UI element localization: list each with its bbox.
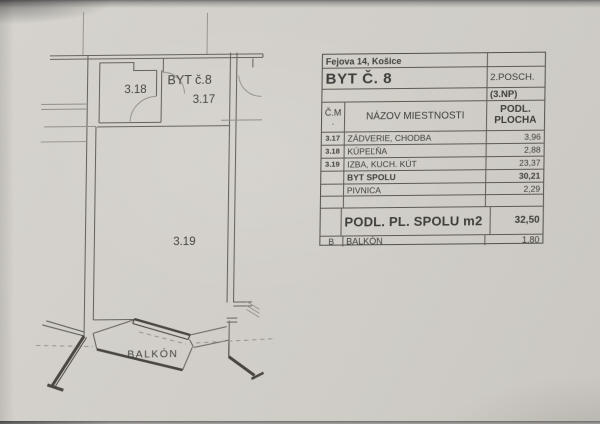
table-row-title: BYT Č. 8 2.POSCH.: [322, 66, 545, 90]
balcony-value: 1,80: [521, 234, 540, 245]
balcony-label: BALKÓN: [127, 347, 178, 360]
total-label: PODL. PL. SPOLU m2: [341, 206, 491, 236]
room-label-318: 3.18: [124, 84, 147, 96]
balcony-name: BALKÓN: [343, 234, 485, 247]
table-header-row: Č.M. NÁZOV MIESTNOSTI PODL.PLOCHA: [321, 100, 545, 133]
balcony-cm: B: [320, 236, 344, 247]
plan-light-lines: [40, 12, 263, 318]
area-table: Fejova 14, Košice BYT Č. 8 2.POSCH. (3.N…: [319, 51, 547, 247]
unit-label: BYT č.8: [167, 73, 211, 87]
header-cm: Č.M.: [321, 102, 346, 132]
total-value: 32,50: [514, 214, 540, 226]
room-label-317: 3.17: [193, 94, 216, 106]
table-balcony-row: B BALKÓN 1,80: [320, 234, 542, 247]
plan-neighbor-lines: [42, 320, 85, 337]
room-label-319: 3.19: [173, 236, 196, 248]
floor-alt-text: (3.NP): [489, 88, 518, 100]
header-name: NÁZOV MIESTNOSTI: [344, 101, 487, 132]
header-area: PODL.PLOCHA: [494, 103, 537, 126]
unit-title: BYT Č. 8: [322, 67, 488, 89]
address-text: Fejova 14, Košice: [322, 53, 488, 68]
floor-text: 2.POSCH.: [490, 71, 535, 83]
table-total-row: PODL. PL. SPOLU m2 32,50: [320, 206, 543, 237]
